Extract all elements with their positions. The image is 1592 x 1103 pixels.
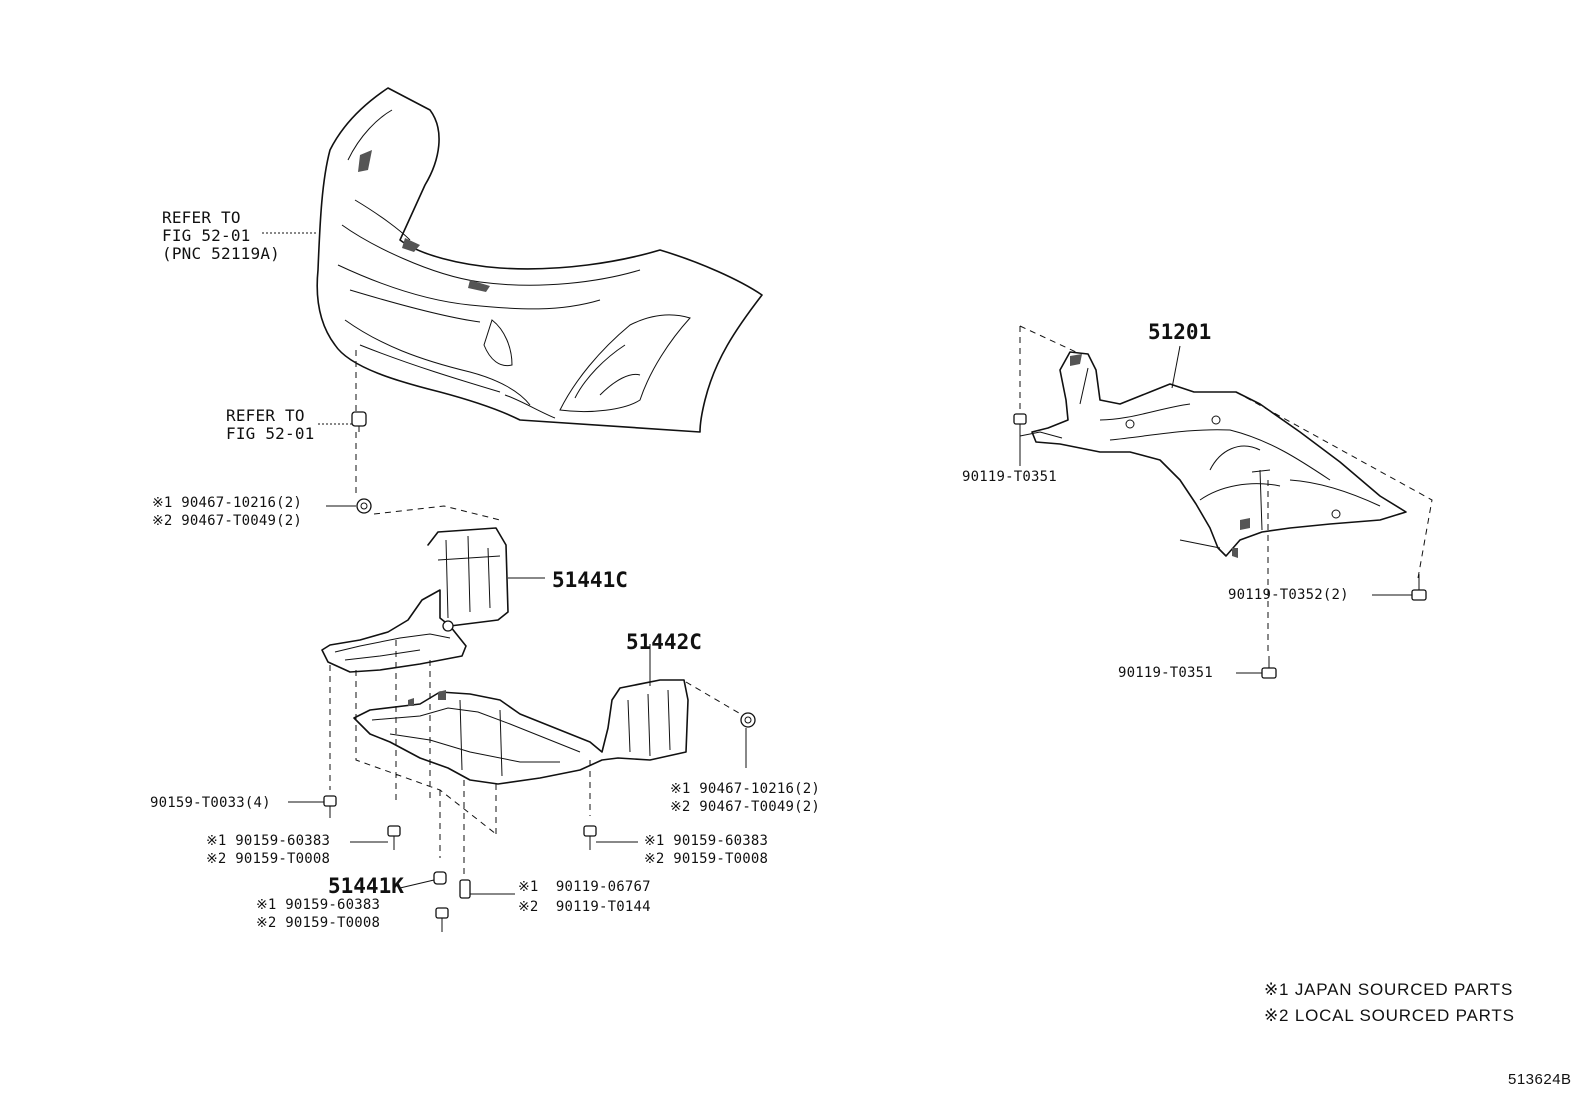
bolt-mid [350,825,401,850]
frame-bolt-right-callout: 90119-T0352(2) [1228,587,1349,603]
bolt-90159-T0033 [288,795,337,818]
nut-right-callout-2: ※2 90467-T0049(2) [670,799,820,815]
clip-ref-line1: REFER TO [226,406,305,425]
front-suspension-crossmember-51201 [1019,351,1407,558]
clip-ref-line2: FIG 52-01 [226,424,315,443]
frame-bolt-bottom-callout: 90119-T0351 [1118,665,1213,681]
screw-callout-2: ※2 90119-T0144 [518,899,651,915]
bolt-low-callout-2: ※2 90159-T0008 [256,915,381,931]
figure-code: 513624B [1508,1071,1572,1088]
nut-right [740,712,756,768]
frame-bolt-left [1013,413,1027,466]
bolt-low [435,907,449,932]
engine-under-cover-51441C [321,527,509,673]
bolt-right [583,825,638,850]
leader-51201 [1171,345,1181,389]
nut-left-callout-1: ※1 90467-10216(2) [152,495,302,511]
screw-callout-1: ※1 90119-06767 [518,879,651,895]
bolt-t0033-callout: 90159-T0033(4) [150,795,271,811]
crossmember-dash-lines [1019,325,1433,654]
screw-90119 [459,879,515,899]
shield-dash-down [329,640,497,835]
bumper-clip-fastener [351,411,367,432]
frame-bolt-bottom [1236,656,1277,679]
part-number-51442C: 51442C [626,630,702,654]
bolt-low-callout-1: ※1 90159-60383 [256,897,381,913]
bumper-ref-line1: REFER TO [162,208,241,227]
engine-under-cover-51442C [353,679,689,785]
bolt-mid-callout-1: ※1 90159-60383 [206,833,331,849]
cover-dash-lines [439,681,745,878]
front-bumper-cover [316,87,763,433]
bolt-right-callout-2: ※2 90159-T0008 [644,851,769,867]
part-number-51441C: 51441C [552,568,628,592]
bumper-ref-line3: (PNC 52119A) [162,244,280,263]
nut-right-callout-1: ※1 90467-10216(2) [670,781,820,797]
nut-left-callout-2: ※2 90467-T0049(2) [152,513,302,529]
nut-left [326,498,372,514]
frame-bolt-left-callout: 90119-T0351 [962,469,1057,485]
bumper-ref-line2: FIG 52-01 [162,226,251,245]
bolt-right-callout-1: ※1 90159-60383 [644,833,769,849]
shield-dash-top [373,505,501,521]
part-number-51201: 51201 [1148,320,1212,344]
legend-local-sourced: ※2 LOCAL SOURCED PARTS [1264,1006,1515,1025]
part-number-51441K: 51441K [328,874,404,898]
legend-japan-sourced: ※1 JAPAN SOURCED PARTS [1264,980,1514,999]
frame-bolt-right [1372,574,1427,601]
clip-51441K [399,871,447,889]
bolt-mid-callout-2: ※2 90159-T0008 [206,851,331,867]
